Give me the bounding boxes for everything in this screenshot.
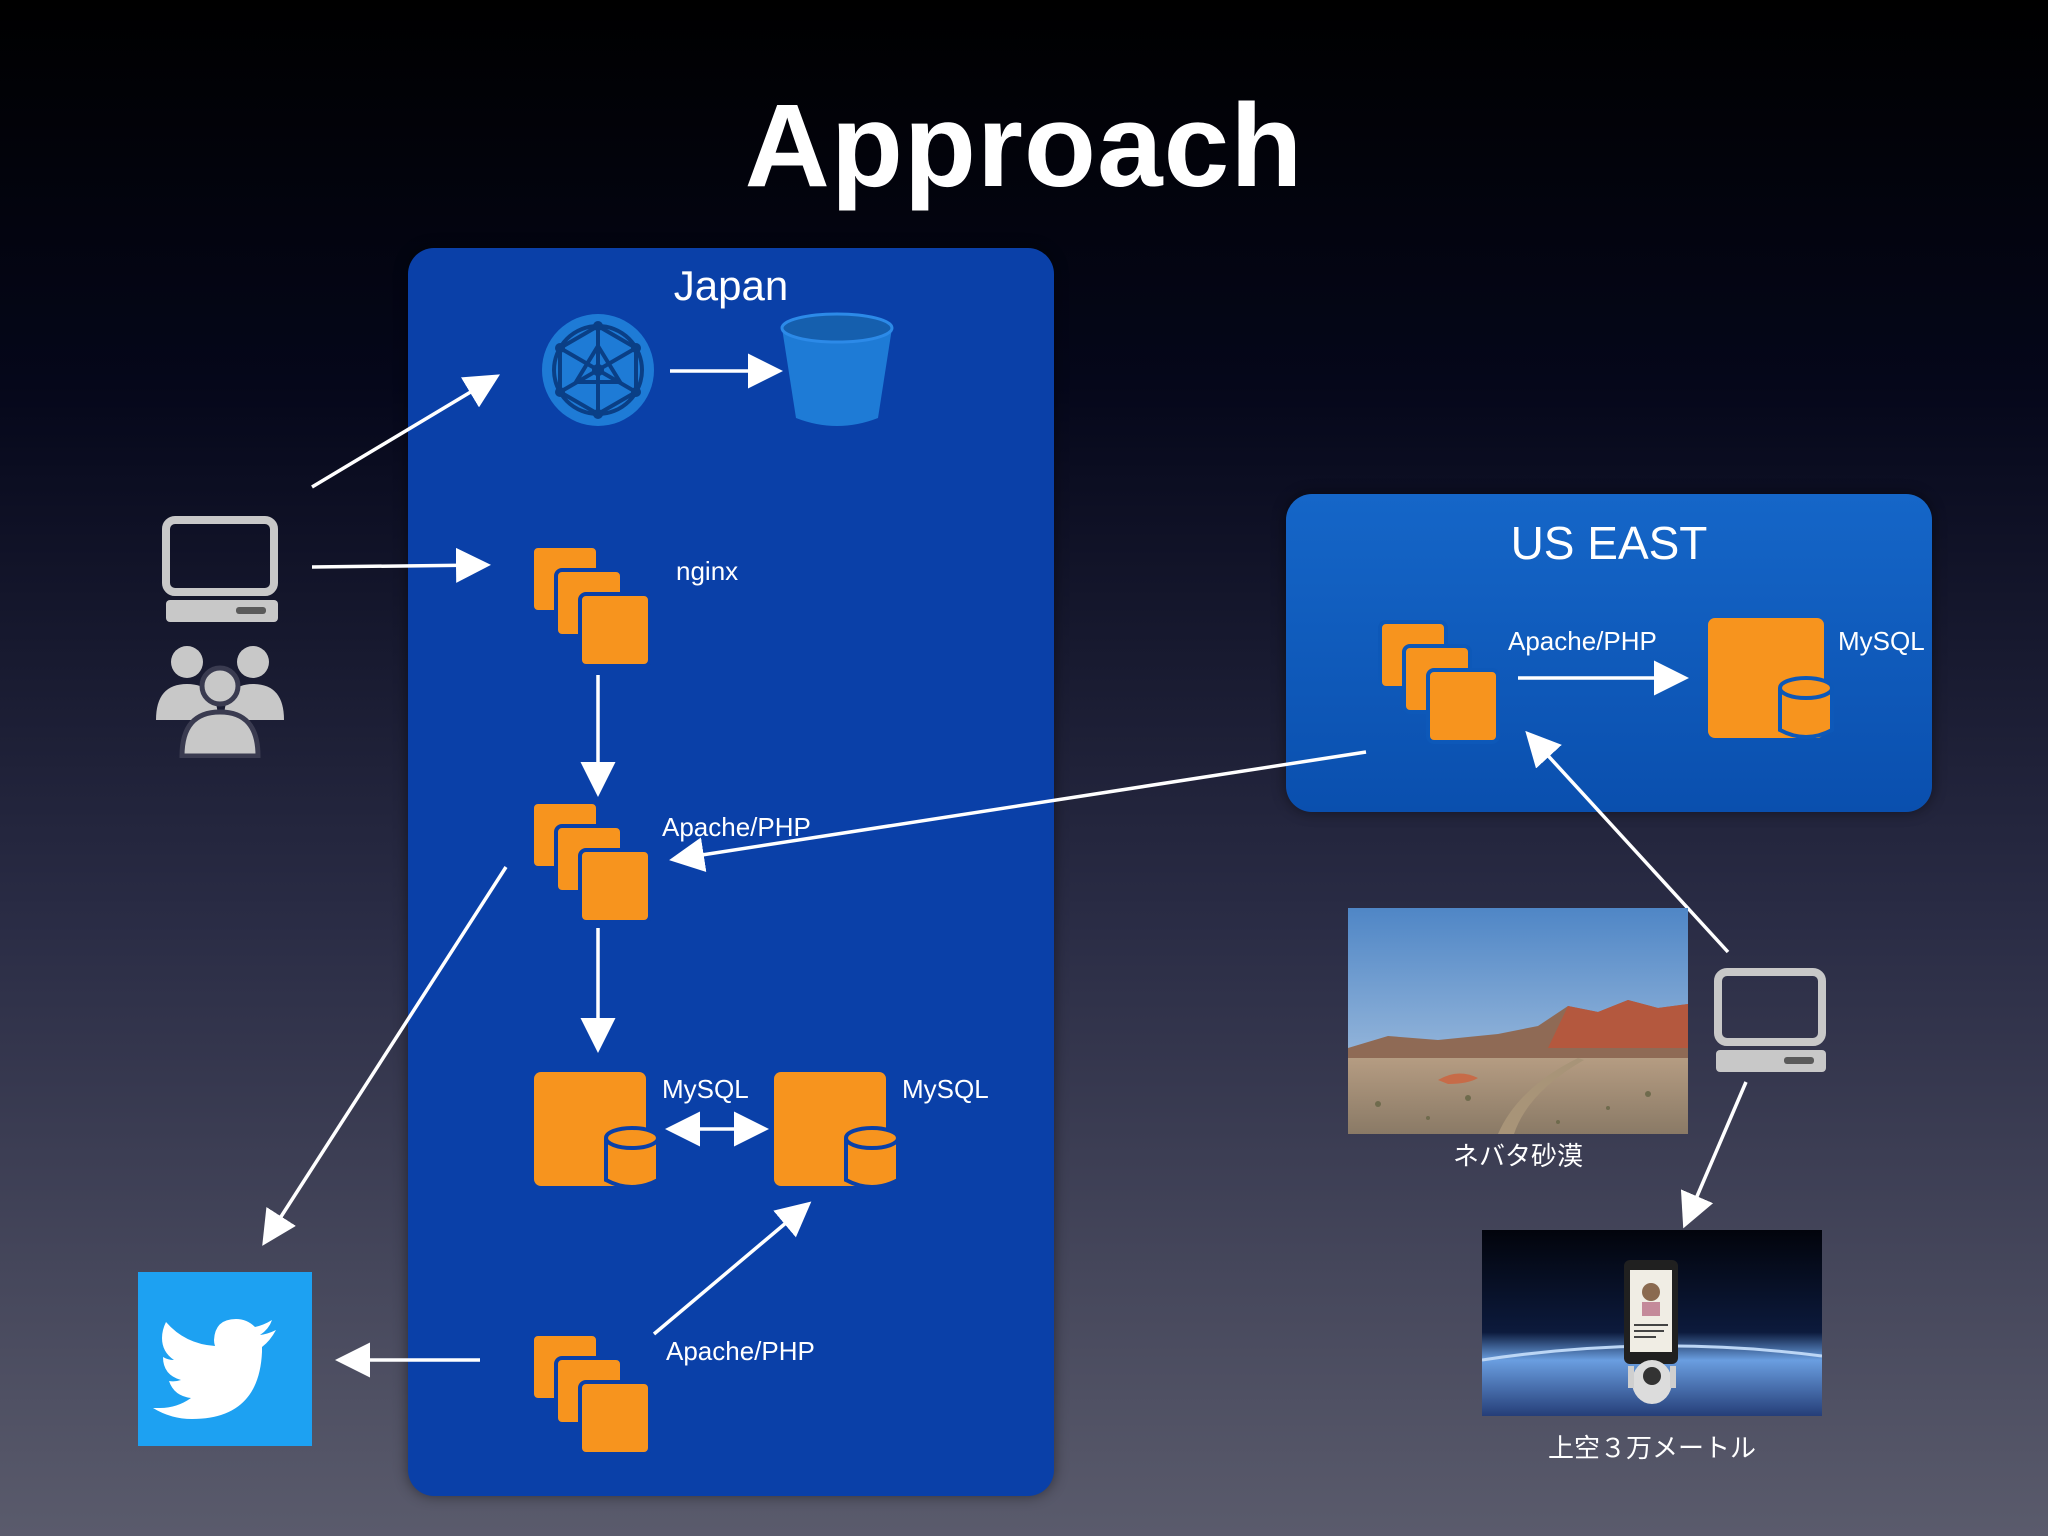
- arrow-client-to-cdn: [311, 374, 501, 489]
- cloudfront-icon: [542, 314, 654, 426]
- ec2-instances-icon: [1378, 620, 1500, 744]
- apache-php-worker-label: Apache/PHP: [666, 1336, 815, 1366]
- desert-photo-caption: ネバタ砂漠: [1452, 1142, 1583, 1172]
- us-east-apache-php-label: Apache/PHP: [1508, 626, 1657, 656]
- computer-icon: [1714, 968, 1826, 1072]
- us-east-region: US EAST: [1286, 494, 1932, 812]
- arrow-worker-to-mysql: [652, 1201, 812, 1336]
- stratosphere-photo: [1482, 1230, 1822, 1416]
- computer-icon: [162, 516, 278, 622]
- users-icon: [156, 646, 284, 758]
- mysql-label: MySQL: [662, 1074, 749, 1104]
- arrow-laptop-to-photo: [1680, 1081, 1748, 1229]
- stratosphere-photo-caption: 上空３万メートル: [1547, 1434, 1756, 1464]
- nginx-label: nginx: [676, 556, 739, 586]
- ec2-instances-icon: [530, 800, 652, 924]
- japan-region-title: Japan: [673, 262, 789, 309]
- japan-region: Japan: [408, 248, 1054, 1496]
- nevada-desert-photo: [1348, 908, 1688, 1134]
- apache-php-label: Apache/PHP: [662, 812, 811, 842]
- rds-instance-icon: [534, 1072, 660, 1189]
- us-east-mysql-label: MySQL: [1838, 626, 1925, 656]
- arrow-useast-to-apache: [669, 750, 1367, 873]
- slide-title: Approach: [744, 80, 1304, 212]
- us-east-region-title: US EAST: [1510, 517, 1708, 569]
- mysql-replica-label: MySQL: [902, 1074, 989, 1104]
- arrow-apache-to-twitter: [262, 866, 508, 1246]
- rds-instance-icon: [774, 1072, 900, 1189]
- arrow-laptop-to-useast: [1525, 730, 1730, 954]
- s3-bucket-icon: [780, 312, 894, 426]
- ec2-instances-icon: [530, 1332, 652, 1456]
- arrow-client-to-nginx: [311, 547, 491, 583]
- twitter-icon: [138, 1272, 312, 1446]
- ec2-instances-icon: [530, 544, 652, 668]
- rds-instance-icon: [1708, 618, 1834, 739]
